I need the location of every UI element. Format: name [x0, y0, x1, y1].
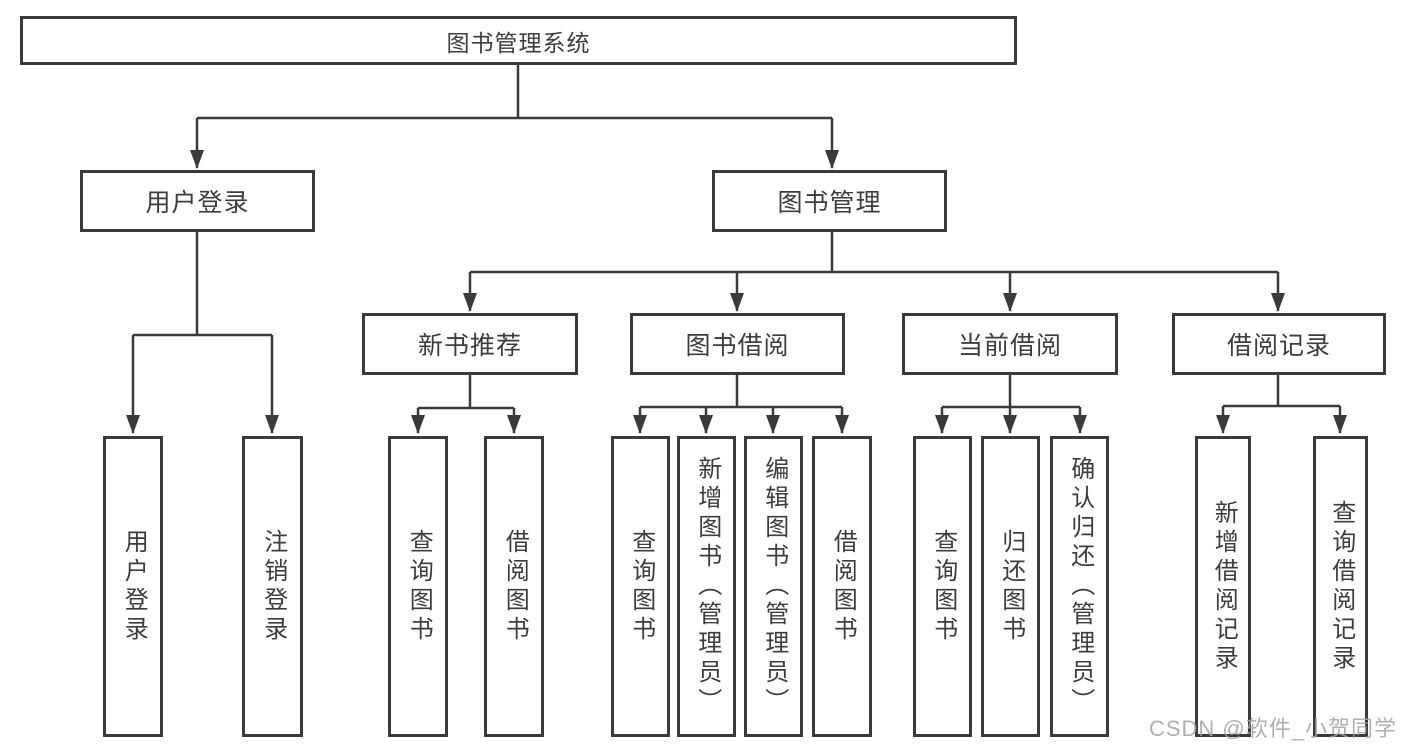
- node-borrowing-records: 借阅记录: [1172, 313, 1386, 375]
- leaf-add-books-admin-label: 新增图书（管理员）: [693, 456, 721, 717]
- leaf-search-books-current: 查询图书: [913, 436, 972, 737]
- leaf-borrow-books-recommend: 借阅图书: [484, 436, 544, 737]
- leaf-search-borrow-record: 查询借阅记录: [1313, 436, 1368, 737]
- leaf-confirm-return-admin-label: 确认归还（管理员）: [1066, 456, 1094, 717]
- leaf-add-borrow-record-label: 新增借阅记录: [1210, 499, 1238, 674]
- leaf-logout: 注销登录: [242, 436, 303, 737]
- node-book-borrowing: 图书借阅: [630, 313, 845, 375]
- leaf-confirm-return-admin: 确认归还（管理员）: [1050, 436, 1109, 737]
- leaf-borrow-books-borrowing: 借阅图书: [812, 436, 872, 737]
- node-book-management: 图书管理: [712, 170, 947, 232]
- node-user-login: 用户登录: [80, 170, 315, 232]
- leaf-search-books-borrowing: 查询图书: [611, 436, 670, 737]
- csdn-watermark: CSDN @软件_小贺同学: [1148, 716, 1397, 741]
- leaf-user-login-label: 用户登录: [120, 528, 148, 645]
- leaf-add-borrow-record: 新增借阅记录: [1195, 436, 1251, 737]
- leaf-edit-books-admin: 编辑图书（管理员）: [744, 436, 803, 737]
- node-library-management-system: 图书管理系统: [20, 16, 1017, 65]
- leaf-borrow-books-recommend-label: 借阅图书: [501, 528, 529, 645]
- leaf-edit-books-admin-label: 编辑图书（管理员）: [760, 456, 788, 717]
- leaf-add-books-admin: 新增图书（管理员）: [677, 436, 736, 737]
- node-current-borrowing: 当前借阅: [902, 313, 1118, 375]
- node-new-book-recommend: 新书推荐: [362, 313, 578, 375]
- leaf-user-login: 用户登录: [103, 436, 163, 737]
- leaf-search-books-borrowing-label: 查询图书: [627, 528, 655, 645]
- leaf-search-borrow-record-label: 查询借阅记录: [1327, 499, 1355, 674]
- leaf-return-books-label: 归还图书: [997, 528, 1025, 645]
- leaf-return-books: 归还图书: [981, 436, 1040, 737]
- leaf-search-books-recommend: 查询图书: [388, 436, 448, 737]
- leaf-logout-label: 注销登录: [259, 528, 287, 645]
- leaf-search-books-current-label: 查询图书: [929, 528, 957, 645]
- leaf-search-books-recommend-label: 查询图书: [405, 528, 433, 645]
- leaf-borrow-books-borrowing-label: 借阅图书: [829, 528, 857, 645]
